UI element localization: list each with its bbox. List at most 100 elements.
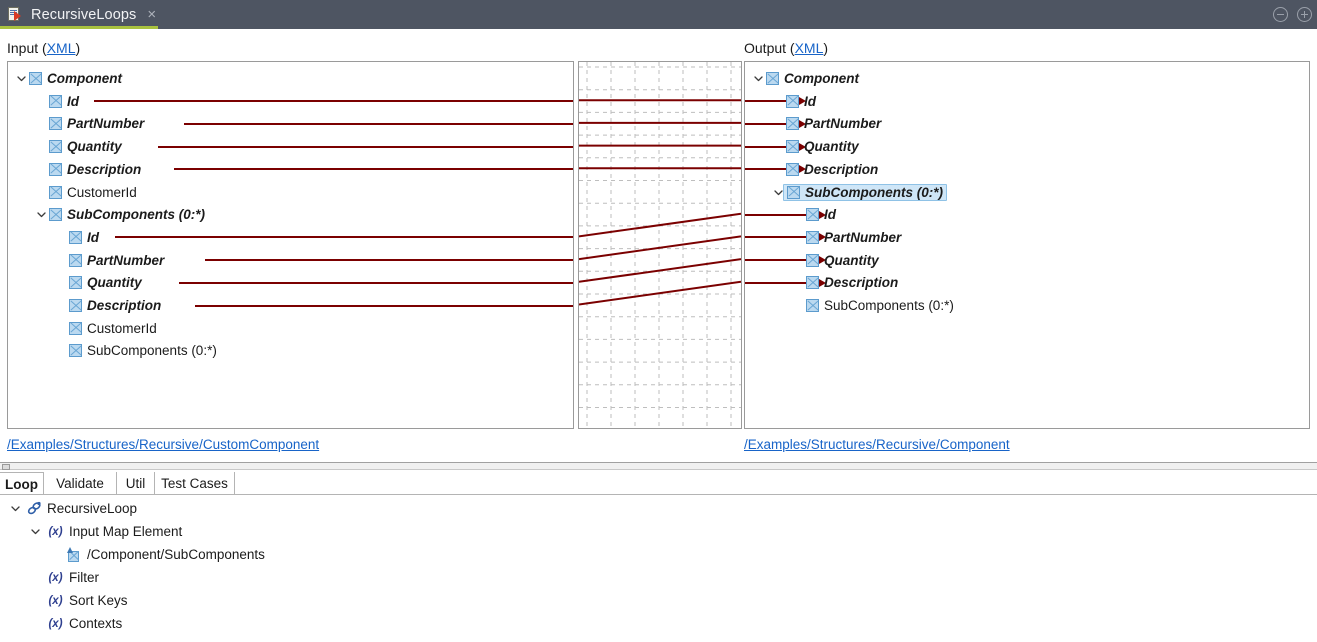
bottom-tab-strip-underline — [0, 494, 1317, 495]
input-path-link[interactable]: /Examples/Structures/Recursive/CustomCom… — [7, 437, 320, 452]
chevron-down-icon[interactable] — [771, 188, 786, 197]
bottom-tab-util[interactable]: Util — [117, 472, 155, 495]
editor-tab-recursiveloops[interactable]: RecursiveLoops × — [0, 0, 166, 29]
schema-node-icon — [49, 185, 62, 199]
input-tree-row[interactable]: Description — [54, 294, 163, 317]
mapping-line-stub — [745, 168, 799, 171]
output-tree-row[interactable]: Quantity — [791, 249, 881, 272]
output-pane-header-text: Output ( — [744, 40, 795, 56]
chevron-down-icon[interactable] — [8, 504, 23, 513]
output-tree-row-content: Id — [806, 207, 838, 222]
input-tree-row[interactable]: Component — [14, 67, 124, 90]
schema-node-icon — [49, 140, 62, 154]
input-pane-header-text: Input ( — [7, 40, 47, 56]
input-tree-row-label: CustomerId — [67, 184, 137, 200]
path-icon — [67, 546, 81, 562]
maximize-button[interactable] — [1297, 7, 1312, 22]
chevron-down-icon[interactable] — [34, 210, 49, 219]
editor-tab-label: RecursiveLoops — [31, 6, 137, 23]
output-pane-header: Output (XML) — [744, 40, 828, 56]
output-tree-row[interactable]: Description — [791, 271, 900, 294]
input-pane-header-close: ) — [75, 40, 81, 56]
bottom-tab-test-cases[interactable]: Test Cases — [155, 472, 235, 495]
output-tree-row-content: Description — [806, 275, 900, 290]
loop-icon — [27, 501, 42, 516]
input-tree-row[interactable]: Id — [34, 90, 81, 113]
output-tree-row-label: Quantity — [804, 139, 859, 155]
chevron-down-icon[interactable] — [751, 74, 766, 83]
output-tree-row[interactable]: SubComponents (0:*) — [771, 181, 947, 204]
output-tree-row-content: SubComponents (0:*) — [806, 298, 956, 313]
schema-node-icon — [786, 140, 799, 154]
schema-node-icon — [786, 162, 799, 176]
mapping-line-stub — [158, 145, 573, 148]
chevron-down-icon[interactable] — [28, 527, 43, 536]
output-tree-row-label: Id — [824, 207, 836, 223]
output-tree-row-label: SubComponents (0:*) — [805, 184, 943, 200]
output-tree-row[interactable]: Component — [751, 67, 861, 90]
output-tree-row[interactable]: PartNumber — [791, 226, 903, 249]
chevron-down-icon[interactable] — [14, 74, 29, 83]
input-tree-row[interactable]: Id — [54, 226, 101, 249]
minimize-button[interactable] — [1273, 7, 1288, 22]
input-xml-link[interactable]: XML — [46, 40, 76, 56]
input-tree-row[interactable]: SubComponents (0:*) — [34, 203, 207, 226]
schema-node-icon — [49, 162, 62, 176]
output-tree-row[interactable]: Quantity — [771, 135, 861, 158]
input-tree-row-label: Id — [67, 93, 79, 109]
input-tree-row[interactable]: CustomerId — [54, 317, 159, 340]
output-tree-row[interactable]: PartNumber — [771, 112, 883, 135]
loop-tree-row-label: Filter — [69, 570, 99, 585]
mapping-arrow-icon — [799, 142, 806, 151]
input-tree-row-label: Description — [87, 298, 162, 313]
loop-tree-row-label: Contexts — [69, 616, 123, 631]
mapping-line-stub — [174, 168, 573, 171]
mapping-arrow-icon — [819, 278, 826, 287]
schema-node-icon — [786, 117, 799, 131]
output-tree-row-selected: SubComponents (0:*) — [783, 183, 947, 201]
mapping-line-stub — [184, 122, 573, 125]
output-xml-link[interactable]: XML — [794, 40, 824, 56]
input-tree-row-label: Description — [67, 161, 142, 177]
bottom-tab-validate[interactable]: Validate — [44, 472, 117, 495]
bottom-tab-loop[interactable]: Loop — [0, 472, 44, 496]
input-tree-row[interactable]: Description — [34, 158, 143, 181]
loop-tree-row[interactable]: (x)Sort Keys — [28, 589, 127, 612]
output-tree-row-label: PartNumber — [804, 116, 882, 132]
input-tree-row[interactable]: PartNumber — [34, 112, 146, 135]
mapping-grid-pane[interactable] — [578, 61, 742, 429]
input-tree-row[interactable]: SubComponents (0:*) — [54, 339, 219, 362]
loop-tree-row[interactable]: (x)Input Map Element — [28, 520, 182, 543]
schema-node-icon — [806, 276, 819, 290]
loop-tree-row[interactable]: (x)Contexts — [28, 612, 122, 635]
output-path-link[interactable]: /Examples/Structures/Recursive/Component — [744, 437, 1010, 452]
function-icon: (x) — [48, 594, 63, 607]
loop-tree-row[interactable]: (x)Filter — [28, 566, 99, 589]
input-tree-row[interactable]: CustomerId — [34, 181, 139, 204]
output-tree-row[interactable]: SubComponents (0:*) — [791, 294, 956, 317]
mapping-line-stub — [745, 122, 799, 125]
loop-tree-row-label: Input Map Element — [69, 524, 183, 539]
schema-node-icon — [786, 94, 799, 108]
schema-node-icon — [69, 253, 82, 267]
output-tree-row-label: Id — [804, 93, 816, 109]
input-tree-row[interactable]: PartNumber — [54, 249, 166, 272]
mapping-arrow-icon — [799, 119, 806, 128]
panel-splitter[interactable] — [0, 462, 1317, 470]
input-tree-row[interactable]: Quantity — [54, 271, 144, 294]
loop-tree-row[interactable]: /Component/SubComponents — [48, 543, 265, 566]
input-tree-row-label: CustomerId — [87, 320, 157, 336]
input-tree-row[interactable]: Quantity — [34, 135, 124, 158]
output-tree-row[interactable]: Id — [791, 203, 838, 226]
output-tree-row[interactable]: Id — [771, 90, 818, 113]
schema-node-icon — [69, 344, 82, 358]
title-bar: RecursiveLoops × — [0, 0, 1317, 29]
close-icon[interactable]: × — [147, 6, 157, 23]
output-tree-row[interactable]: Description — [771, 158, 880, 181]
output-pane-header-close: ) — [823, 40, 829, 56]
mapping-line-stub — [179, 281, 573, 284]
loop-tree-row[interactable]: RecursiveLoop — [8, 497, 137, 520]
